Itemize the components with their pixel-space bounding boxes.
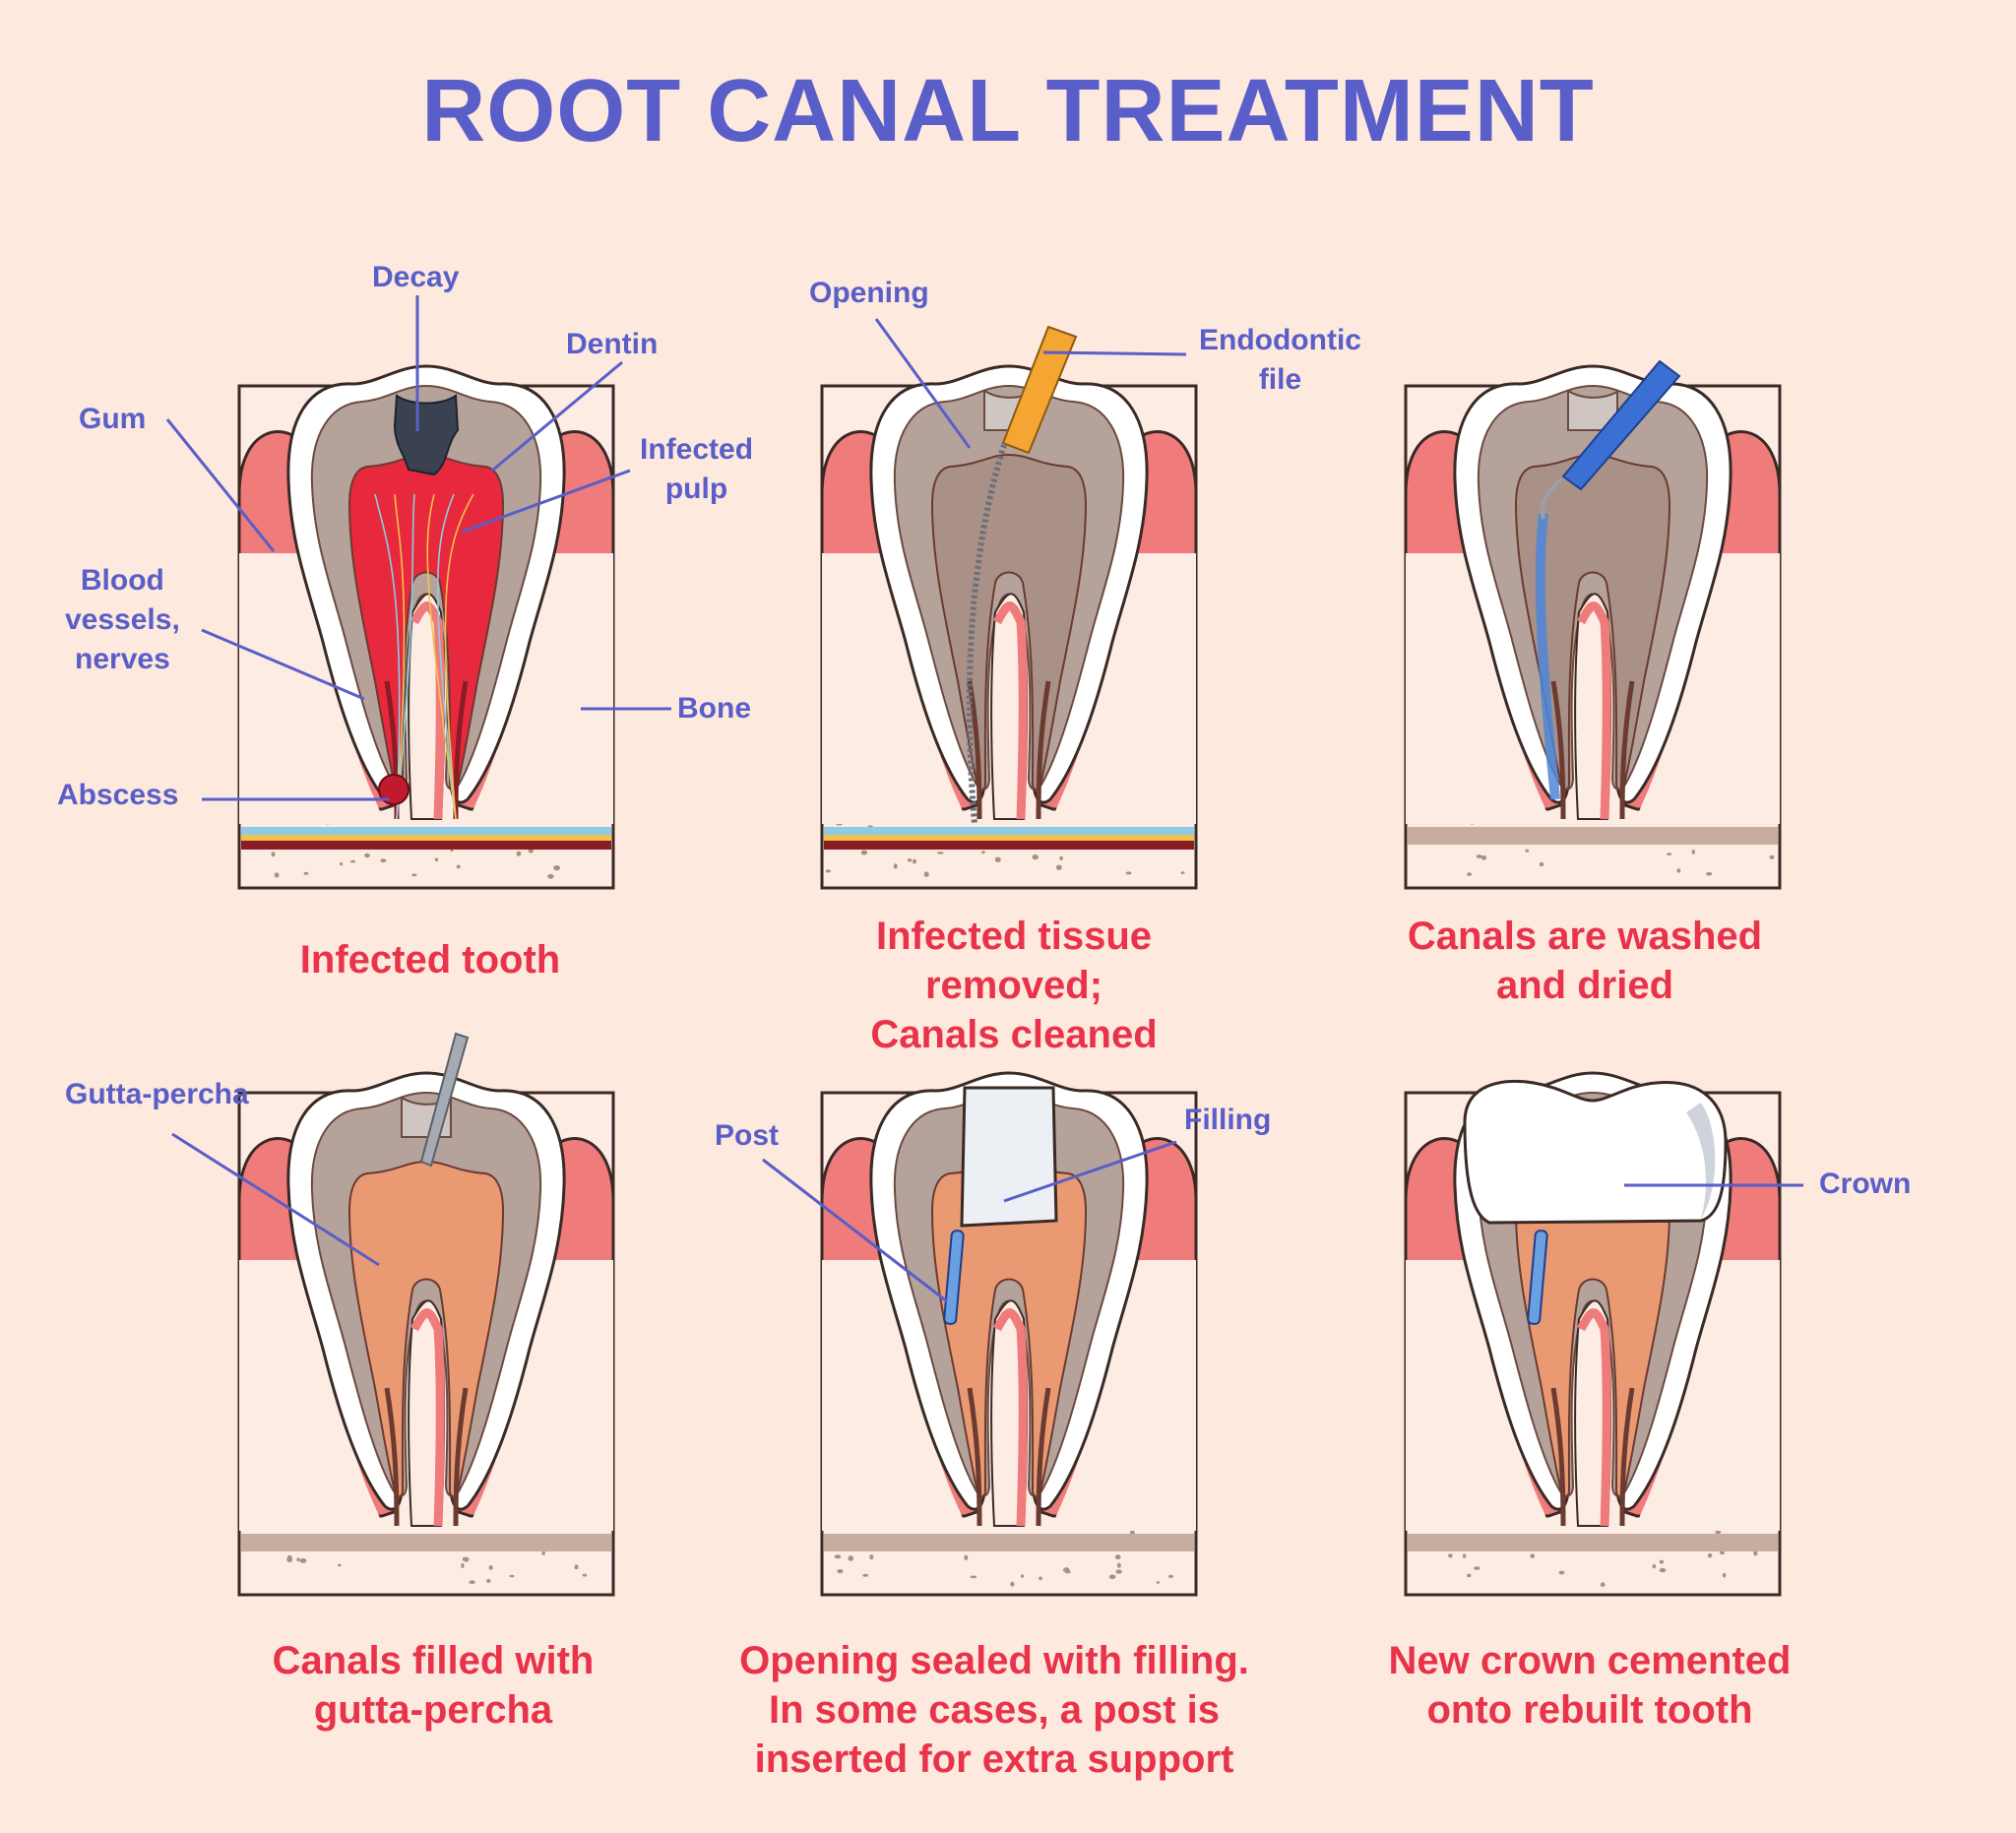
ligament-band [1408, 1534, 1778, 1551]
ligament-band [241, 1534, 611, 1551]
pulp [347, 453, 505, 791]
gum-between-roots [410, 1308, 445, 1527]
nerve-band [241, 827, 611, 835]
ligament-band [1408, 827, 1778, 845]
bone-right [1050, 1260, 1196, 1531]
tooth-panel-1 [237, 364, 615, 890]
caption-crown: New crown cemented onto rebuilt tooth [1388, 1639, 1792, 1732]
tooth-panel-6 [1404, 1071, 1782, 1597]
pulp [1514, 1160, 1671, 1498]
bone-left [822, 1260, 968, 1531]
page-title: ROOT CANAL TREATMENT [421, 62, 1595, 160]
tooth-panel-2 [820, 325, 1198, 890]
caption-filling: Opening sealed with filling. In some cas… [739, 1639, 1249, 1781]
irrigation-syringe [1561, 359, 1681, 491]
post [1527, 1230, 1548, 1325]
gum-between-roots [993, 1308, 1028, 1527]
gum-between-roots [1577, 1308, 1611, 1527]
bone-left [1406, 553, 1551, 824]
leader-opening [874, 318, 972, 449]
bone-right [1634, 1260, 1780, 1531]
ligament-band [824, 1534, 1194, 1551]
canal-left [1550, 1387, 1566, 1527]
label-gutta-percha: Gutta-percha [65, 1078, 249, 1110]
bone-left [239, 1260, 385, 1531]
canal-left [967, 1387, 982, 1527]
label-bone: Bone [677, 692, 751, 725]
file-handle [1001, 325, 1078, 455]
leader-dentin [491, 360, 623, 473]
label-decay: Decay [372, 261, 460, 293]
leader-gutta-percha [171, 1132, 380, 1267]
label-blood-vessels-nerves: Blood vessels, nerves [65, 564, 180, 675]
artery-band [824, 841, 1194, 850]
canal-left [384, 1387, 400, 1527]
leader-filling [1003, 1140, 1177, 1203]
nerve-band [824, 827, 1194, 835]
leader-endodontic-file [1042, 350, 1187, 356]
post [943, 1230, 965, 1325]
pulp [930, 1160, 1088, 1498]
canal-left [1550, 680, 1566, 820]
gum-between-roots [993, 601, 1028, 820]
tooth-panel-5 [820, 1071, 1198, 1597]
crown [1463, 1079, 1728, 1225]
canal-right [1036, 1387, 1051, 1527]
label-infected-pulp: Infected pulp [640, 433, 754, 505]
canal-right [1619, 1387, 1635, 1527]
gum-between-roots [410, 601, 445, 820]
bone-right [1634, 553, 1780, 824]
canal-right [453, 680, 469, 820]
caption-washed-dried: Canals are washed and dried [1407, 915, 1763, 1007]
endodontic-file [966, 444, 1007, 825]
label-gum: Gum [79, 403, 147, 435]
caption-infected-tooth: Infected tooth [299, 938, 561, 981]
bone-right [468, 553, 613, 824]
artery-band [241, 841, 611, 850]
decay [393, 394, 460, 476]
label-abscess: Abscess [57, 779, 179, 811]
canal-right [1619, 680, 1635, 820]
plugger-instrument [419, 1032, 470, 1168]
blood-vessels [374, 493, 474, 820]
leader-infected-pulp [462, 469, 631, 534]
bone-right [1050, 553, 1196, 824]
pulp [930, 453, 1088, 791]
abscess [378, 774, 410, 805]
gum-between-roots [1577, 601, 1611, 820]
label-endodontic-file: Endodontic file [1199, 324, 1361, 396]
leader-gum [165, 418, 276, 552]
bone-left [1406, 1260, 1551, 1531]
vessel-band [241, 835, 611, 841]
bone-left [822, 553, 968, 824]
tooth-panel-3 [1404, 359, 1782, 890]
label-opening: Opening [809, 277, 929, 309]
canal-right [1036, 680, 1051, 820]
label-dentin: Dentin [566, 328, 659, 360]
vessel-band [824, 835, 1194, 841]
tooth-panel-4 [237, 1032, 615, 1597]
irrigation-stream [1535, 513, 1560, 800]
label-crown: Crown [1819, 1168, 1912, 1200]
bone-left [239, 553, 385, 824]
label-post: Post [715, 1119, 780, 1152]
canal-right [453, 1387, 469, 1527]
pulp [1514, 453, 1671, 791]
caption-gutta-percha: Canals filled with gutta-percha [272, 1639, 595, 1732]
pulp [347, 1160, 505, 1498]
label-filling: Filling [1184, 1104, 1272, 1136]
crown-shadow [1686, 1103, 1716, 1219]
leader-blood-vessels [201, 628, 365, 701]
leader-post [762, 1158, 948, 1303]
filling [960, 1086, 1058, 1228]
caption-tissue-removed: Infected tissue removed; Canals cleaned [870, 915, 1158, 1056]
bone-right [468, 1260, 613, 1531]
needle [1540, 473, 1570, 520]
